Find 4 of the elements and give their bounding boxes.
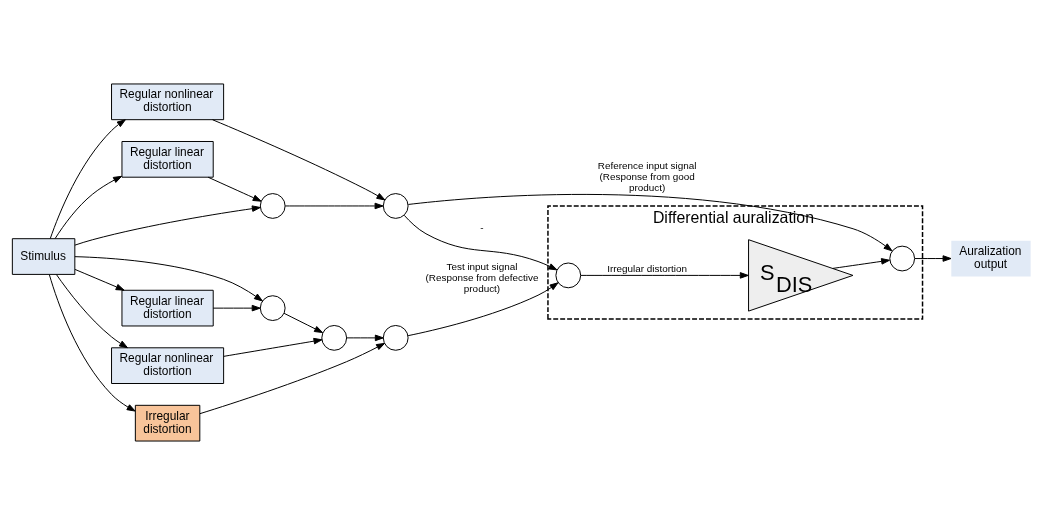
edge-label: Test input signal (Response from defective product): [425, 260, 539, 294]
edge-label: -: [480, 221, 484, 233]
edge-label: Reference input signal (Response from good product): [597, 159, 697, 193]
edge-label: Irregular distortion: [607, 262, 688, 274]
